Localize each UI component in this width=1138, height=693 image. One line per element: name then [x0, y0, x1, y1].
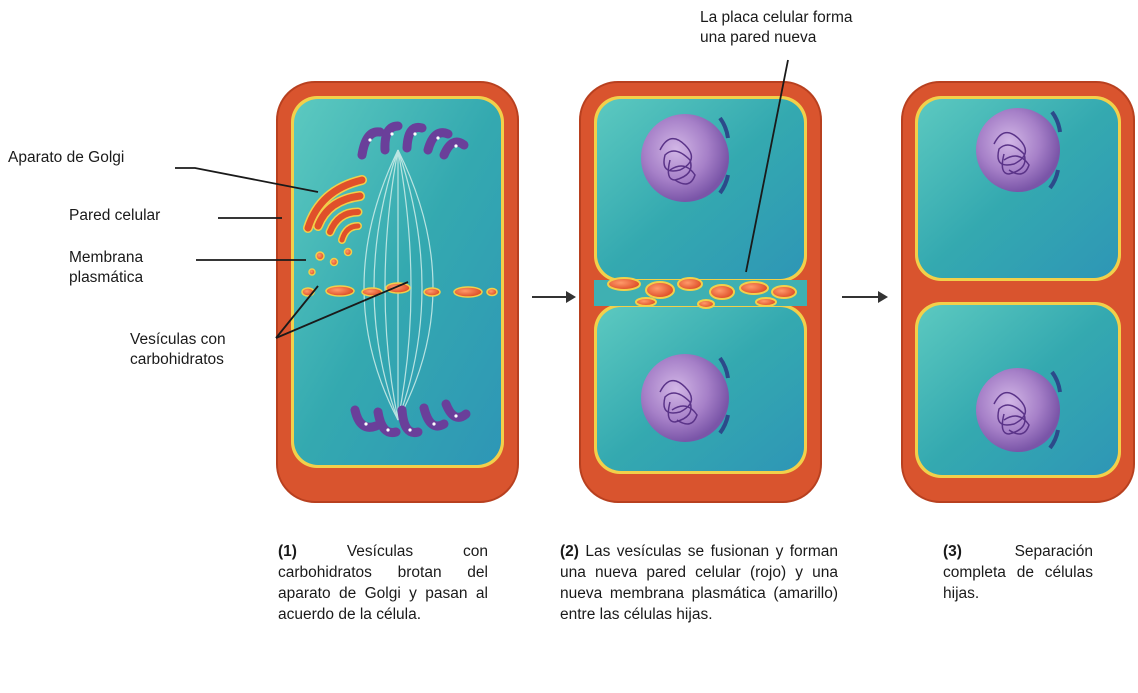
nucleus-bottom [976, 368, 1060, 452]
caption-2-number: (2) [560, 543, 579, 560]
nucleus-top [641, 114, 729, 202]
label-membrana-line2: plasmática [69, 268, 143, 288]
label-vesiculas: Vesículas con carbohidratos [130, 330, 226, 370]
label-membrana-line1: Membrana [69, 248, 143, 268]
caption-2-text: Las vesículas se fusionan y forman una n… [560, 543, 838, 623]
cell-2 [580, 82, 821, 502]
caption-3-number: (3) [943, 543, 962, 560]
label-vesiculas-line1: Vesículas con [130, 330, 226, 350]
caption-1-number: (1) [278, 543, 297, 560]
label-placa-line2: una pared nueva [700, 28, 853, 48]
label-vesiculas-line2: carbohidratos [130, 350, 226, 370]
caption-1: (1) Vesículas con carbohidratos brotan d… [278, 541, 488, 625]
label-pared-celular: Pared celular [69, 206, 160, 226]
caption-3: (3) Separación completa de células hijas… [943, 541, 1093, 604]
label-placa-line1: La placa celular forma [700, 8, 853, 28]
cell-3 [902, 82, 1134, 502]
label-placa-celular: La placa celular forma una pared nueva [700, 8, 853, 48]
caption-3-text: Separación completa de células hijas. [943, 543, 1093, 602]
arrow-right-icon [842, 291, 888, 303]
arrow-right-icon [532, 291, 576, 303]
label-golgi: Aparato de Golgi [8, 148, 124, 168]
caption-1-text: Vesículas con carbohidratos brotan del a… [278, 543, 488, 623]
nucleus-bottom [641, 354, 729, 442]
caption-2: (2) Las vesículas se fusionan y forman u… [560, 541, 838, 625]
nucleus-top [976, 108, 1060, 192]
label-membrana: Membrana plasmática [69, 248, 143, 288]
